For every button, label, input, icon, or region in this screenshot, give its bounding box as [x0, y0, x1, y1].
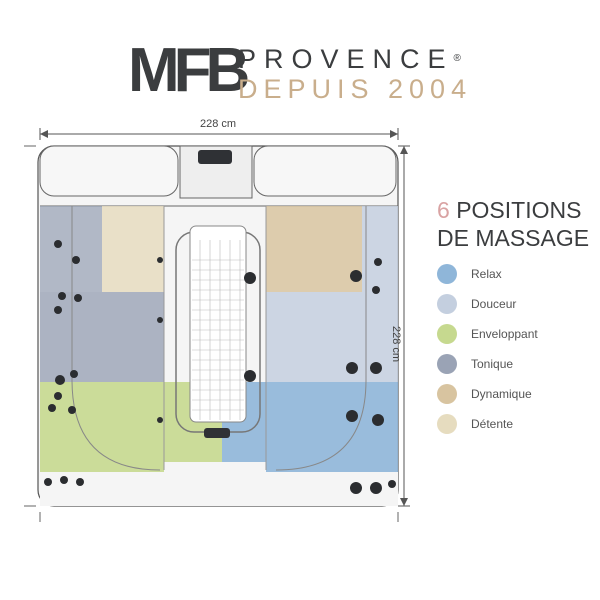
legend-label: Enveloppant — [471, 327, 538, 341]
width-dimension-line — [39, 128, 399, 140]
legend-label: Dynamique — [471, 387, 532, 401]
legend-label: Douceur — [471, 297, 517, 311]
brand-logo: MFB PROVENCE® DEPUIS 2004 — [128, 36, 478, 105]
zone-detente — [102, 206, 164, 292]
legend-item: Dynamique — [437, 384, 532, 404]
control-panel — [198, 150, 232, 164]
brand-tagline: DEPUIS 2004 — [238, 74, 473, 104]
zone-tonique-left-top — [40, 206, 102, 292]
legend-count: 6 — [437, 197, 450, 223]
legend-item: Enveloppant — [437, 324, 538, 344]
legend-item: Détente — [437, 414, 513, 434]
legend-item: Tonique — [437, 354, 513, 374]
legend-label: Détente — [471, 417, 514, 431]
depth-dimension-line — [398, 145, 410, 507]
depth-label: 228 cm — [390, 326, 402, 363]
legend-swatch — [437, 324, 457, 344]
zone-dynamique — [266, 206, 362, 292]
legend-label: Tonique — [471, 357, 514, 371]
jets — [44, 240, 396, 494]
width-label: 228 cm — [200, 118, 237, 130]
zone-relax — [266, 382, 398, 472]
legend-swatch — [437, 414, 457, 434]
legend-swatch — [437, 354, 457, 374]
legend-swatch — [437, 384, 457, 404]
brand-mfb: MFB — [128, 36, 250, 105]
legend-item: Relax — [437, 264, 502, 284]
legend-swatch — [437, 264, 457, 284]
brand-provence: PROVENCE® — [238, 44, 461, 74]
legend-label: Relax — [471, 267, 502, 281]
zone-tonique — [40, 292, 164, 382]
legend-item: Douceur — [437, 294, 516, 314]
central-lounger — [189, 225, 247, 423]
legend-swatch — [437, 294, 457, 314]
legend-title: 6 POSITIONS DE MASSAGE — [437, 197, 590, 251]
